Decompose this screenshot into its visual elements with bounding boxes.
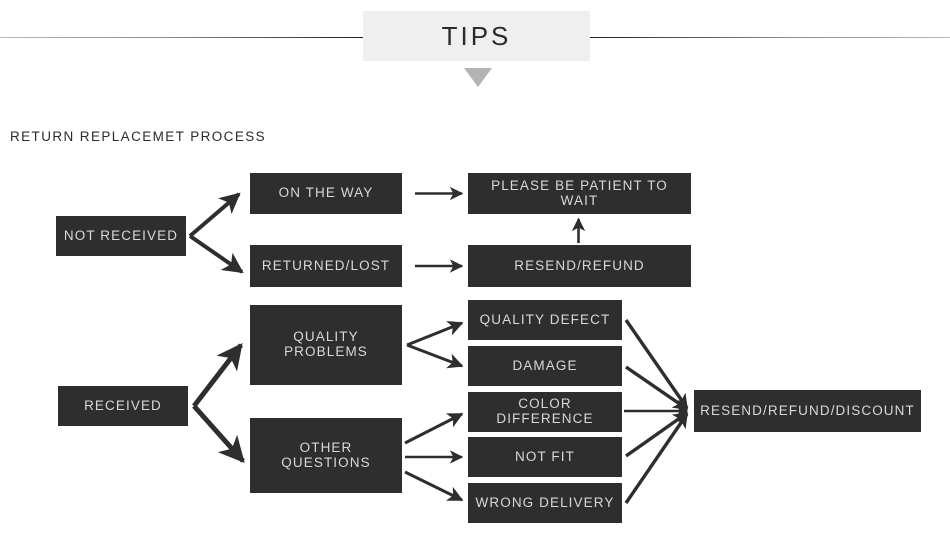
flow-node-label: COLOR DIFFERENCE [496, 396, 594, 426]
flow-node-quality-defect[interactable]: QUALITY DEFECT [468, 300, 622, 340]
flow-node-label: RECEIVED [84, 397, 162, 413]
flow-node-label: OTHER QUESTIONS [281, 439, 371, 470]
tips-label: TIPS [441, 20, 512, 51]
flow-node-label: NOT FIT [515, 448, 575, 464]
flow-node-label: RESEND/REFUND/DISCOUNT [700, 402, 915, 418]
edge-quality-defect-to-resend-refund-discount [624, 319, 689, 410]
flow-node-label: WRONG DELIVERY [475, 494, 615, 510]
edge-other-questions-to-wrong-delivery [404, 470, 464, 502]
flow-node-please-be-patient[interactable]: PLEASE BE PATIENT TO WAIT [468, 173, 691, 214]
edge-not-received-to-returned-lost [188, 234, 244, 274]
flow-node-label: RESEND/REFUND [514, 257, 645, 273]
flow-node-label: PLEASE BE PATIENT TO WAIT [491, 177, 668, 208]
edge-received-to-quality-problems [192, 342, 243, 408]
flow-node-on-the-way[interactable]: ON THE WAY [250, 173, 402, 214]
edge-damage-to-resend-refund-discount [625, 365, 689, 411]
edge-received-to-other-questions [192, 404, 245, 463]
edge-not-received-to-on-the-way [188, 192, 241, 238]
flow-node-wrong-delivery[interactable]: WRONG DELIVERY [468, 483, 622, 523]
flow-node-returned-lost[interactable]: RETURNED/LOST [250, 245, 402, 287]
flow-node-not-received[interactable]: NOT RECEIVED [56, 216, 186, 256]
triangle-down-icon [464, 68, 492, 87]
flow-node-resend-refund[interactable]: RESEND/REFUND [468, 245, 691, 287]
flow-node-other-questions[interactable]: OTHER QUESTIONS [250, 418, 402, 493]
flow-node-label: QUALITY PROBLEMS [284, 329, 368, 359]
tips-banner: TIPS [363, 11, 590, 61]
flow-node-quality-problems[interactable]: QUALITY PROBLEMS [250, 305, 402, 385]
header-rule-right [586, 37, 950, 38]
flow-node-label: NOT RECEIVED [63, 227, 179, 243]
flow-node-received[interactable]: RECEIVED [58, 386, 188, 426]
edge-quality-problems-to-quality-defect [406, 320, 464, 347]
flow-node-not-fit[interactable]: NOT FIT [468, 437, 622, 477]
flow-node-resend-refund-discount[interactable]: RESEND/REFUND/DISCOUNT [694, 390, 921, 432]
flow-node-color-difference[interactable]: COLOR DIFFERENCE [468, 392, 622, 432]
page-title: RETURN REPLACEMET PROCESS [10, 129, 267, 144]
header-band: TIPS [0, 0, 950, 100]
flow-node-label: ON THE WAY [278, 185, 374, 201]
edge-quality-problems-to-damage [406, 343, 464, 369]
flow-node-label: QUALITY DEFECT [479, 311, 611, 327]
edge-other-questions-to-color-difference [404, 412, 464, 445]
header-rule-left [0, 37, 366, 38]
edge-not-fit-to-resend-refund-discount [625, 411, 689, 458]
edge-wrong-delivery-to-resend-refund-discount [624, 412, 689, 504]
flow-node-label: RETURNED/LOST [261, 257, 391, 273]
flow-node-damage[interactable]: DAMAGE [468, 346, 622, 386]
flow-node-label: DAMAGE [512, 357, 578, 373]
